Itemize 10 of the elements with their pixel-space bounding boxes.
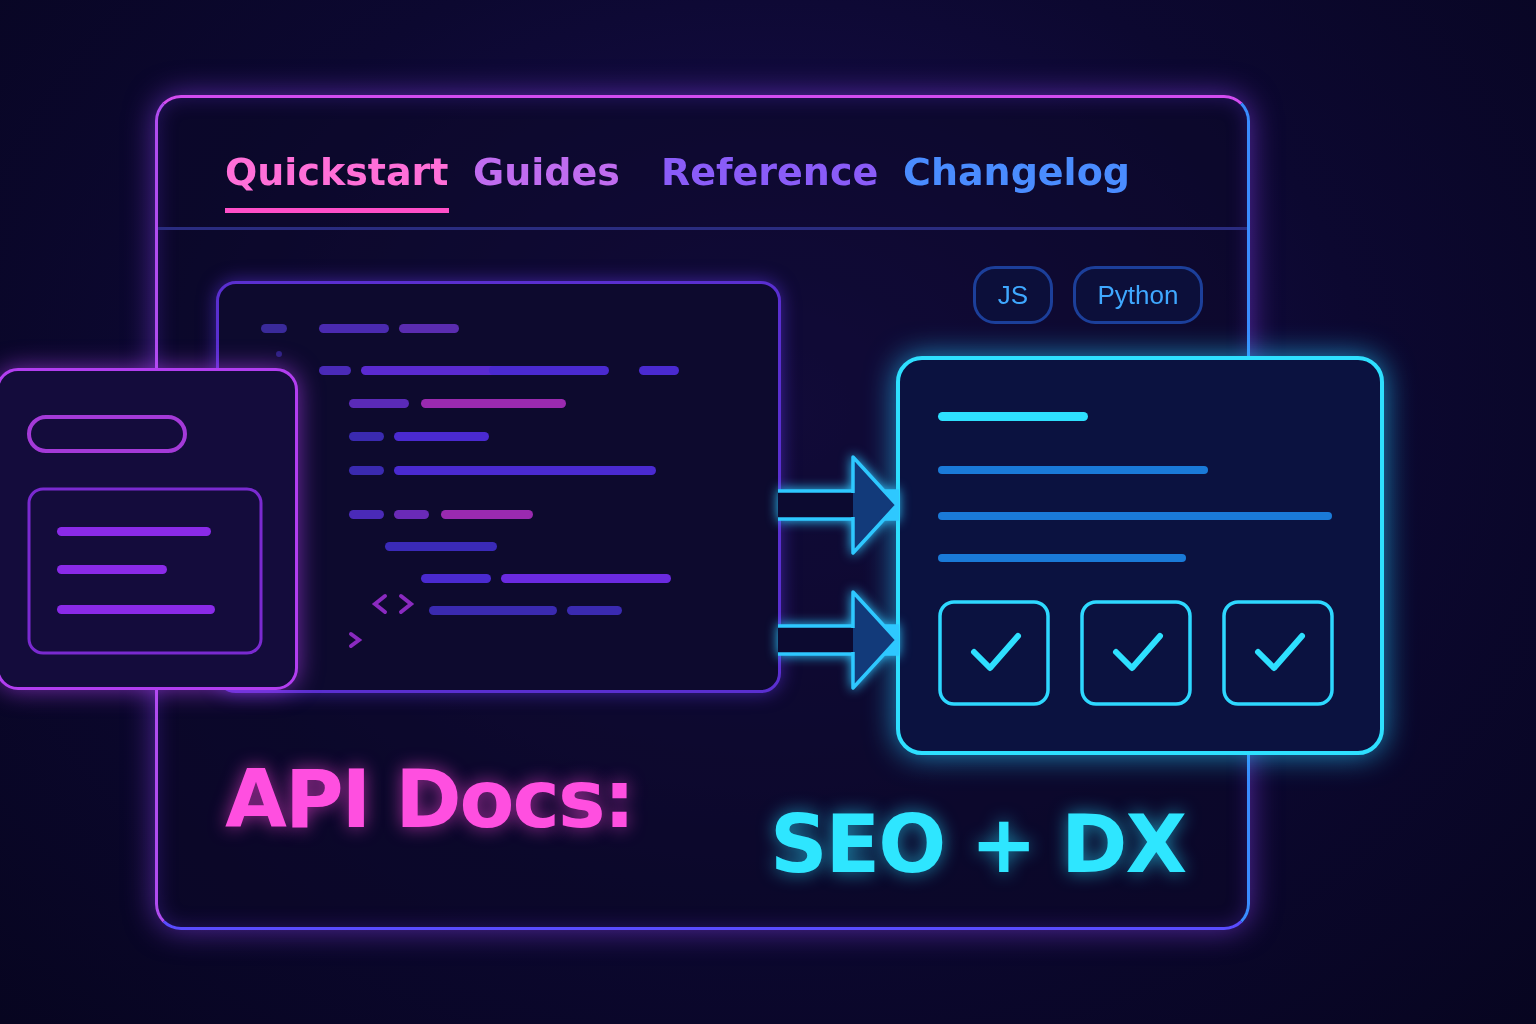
form-card [0, 368, 298, 690]
nav-tab: Guides [473, 150, 620, 194]
language-tab: Python [1073, 266, 1203, 324]
language-tab: JS [973, 266, 1053, 324]
title: API Docs: [225, 753, 634, 846]
nav-tab: Changelog [903, 150, 1130, 194]
headline-text: SEO + DX [770, 798, 1186, 891]
nav-tab: Reference [661, 150, 879, 194]
nav-tab: Quickstart [225, 150, 449, 213]
result-card [896, 356, 1384, 755]
